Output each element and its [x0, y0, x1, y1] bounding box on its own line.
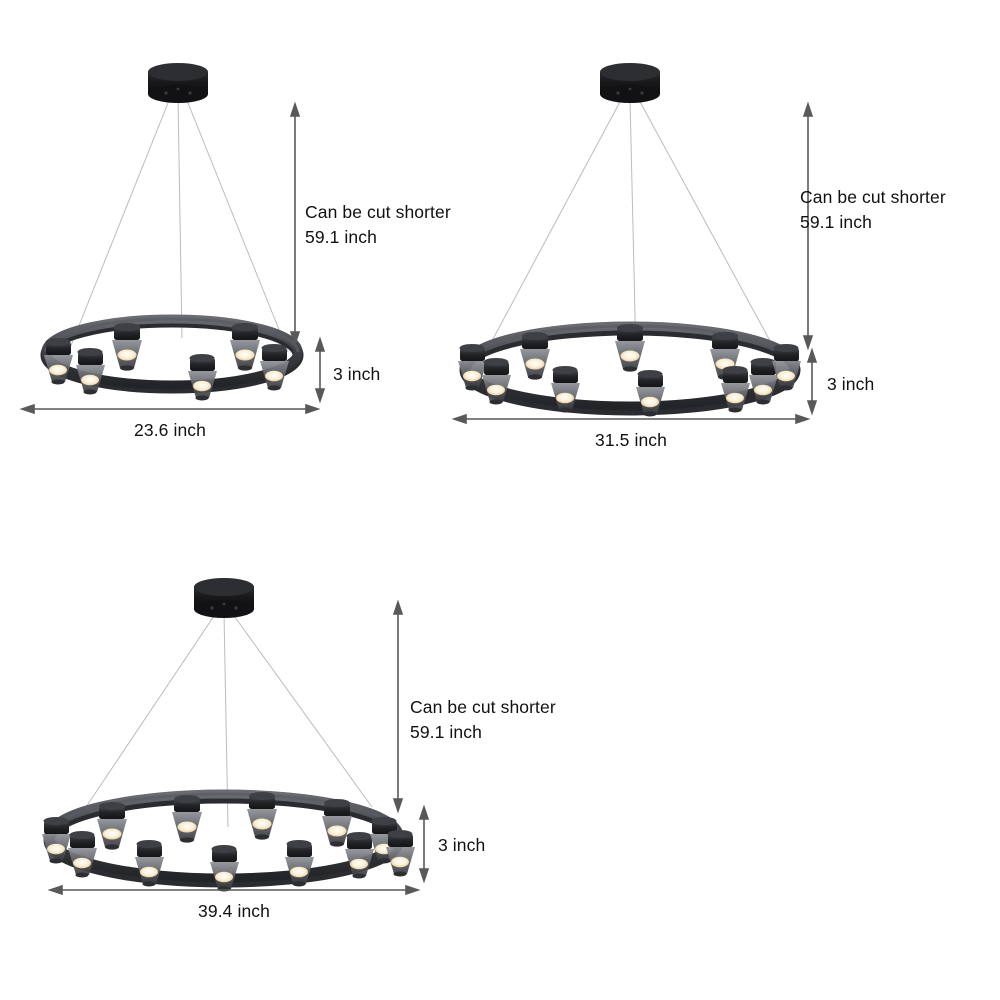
drop-dimension-label: Can be cut shorter 59.1 inch: [305, 200, 451, 251]
spec-diagram-31-5: Can be cut shorter 59.1 inch 3 inch 31.5 …: [440, 0, 1000, 480]
ceiling-canopy: [194, 578, 254, 618]
width-dimension-label: 31.5 inch: [595, 430, 667, 450]
suspension-cables: [485, 97, 777, 359]
lamp-head: [172, 795, 202, 843]
width-dimension-label: 23.6 inch: [134, 420, 206, 440]
height-dimension-arrow: [314, 336, 326, 404]
lamp-head-group-front: [458, 344, 801, 417]
chandelier-illustration-23-6: [19, 63, 326, 415]
lamp-head: [44, 338, 73, 385]
lamp-head: [482, 358, 511, 405]
lamp-head: [188, 354, 217, 401]
lamp-head: [97, 802, 127, 850]
drop-dimension-arrow: [392, 599, 404, 814]
height-dimension-label: 3 inch: [827, 374, 875, 394]
width-dimension-arrow: [19, 403, 321, 415]
lamp-head: [322, 799, 352, 847]
spec-diagram-23-6: Can be cut shorter 59.1 inch 3 inch 23.6 …: [0, 0, 520, 470]
width-dimension-arrow: [451, 413, 811, 425]
height-dimension-arrow: [418, 804, 430, 884]
spec-diagram-39-4: Can be cut shorter 59.1 inch 3 inch 39.4 …: [20, 545, 620, 965]
lamp-head-group-back: [520, 324, 740, 380]
ceiling-canopy: [148, 63, 208, 103]
drop-dimension-label: Can be cut shorter 59.1 inch: [410, 695, 556, 746]
drop-label-line1: Can be cut shorter: [800, 187, 946, 207]
lamp-head: [210, 845, 239, 892]
lamp-head: [551, 366, 580, 413]
width-dimension-arrow: [47, 884, 421, 896]
chandelier-illustration-39-4: [42, 578, 430, 896]
lamp-head-group-front: [44, 338, 289, 401]
lamp-head: [285, 840, 314, 887]
lamp-head: [135, 840, 164, 887]
lamp-head: [386, 830, 415, 877]
drop-dimension-arrow: [802, 101, 814, 351]
lamp-head: [345, 832, 374, 879]
lamp-head: [76, 348, 105, 395]
lamp-head: [615, 324, 645, 372]
lamp-head-group-back: [112, 323, 260, 371]
drop-label-line2: 59.1 inch: [800, 212, 872, 233]
drop-dimension-label: Can be cut shorter 59.1 inch: [800, 185, 946, 236]
height-dimension-label: 3 inch: [333, 364, 381, 384]
lamp-head-group-front: [42, 817, 415, 892]
drop-label-line1: Can be cut shorter: [305, 202, 451, 222]
lamp-head: [260, 344, 289, 391]
lamp-head: [749, 358, 778, 405]
drop-dimension-arrow: [289, 101, 301, 347]
lamp-head: [112, 323, 142, 371]
lamp-head: [721, 366, 750, 413]
lamp-head-group-back: [97, 792, 352, 850]
drop-label-line2: 59.1 inch: [410, 722, 482, 743]
height-dimension-label: 3 inch: [438, 835, 486, 855]
suspension-cables: [69, 97, 289, 353]
lamp-head: [68, 831, 97, 878]
drop-label-line2: 59.1 inch: [305, 227, 377, 248]
lamp-head: [772, 344, 801, 391]
lamp-head: [247, 792, 277, 840]
ceiling-canopy: [600, 63, 660, 103]
width-dimension-label: 39.4 inch: [198, 901, 270, 921]
drop-label-line1: Can be cut shorter: [410, 697, 556, 717]
height-dimension-arrow: [806, 347, 818, 416]
chandelier-illustration-31-5: [451, 63, 818, 425]
lamp-head: [636, 370, 665, 417]
lamp-head: [230, 323, 260, 371]
lamp-head: [520, 332, 550, 380]
lamp-head: [458, 344, 487, 391]
lamp-head: [42, 817, 71, 864]
